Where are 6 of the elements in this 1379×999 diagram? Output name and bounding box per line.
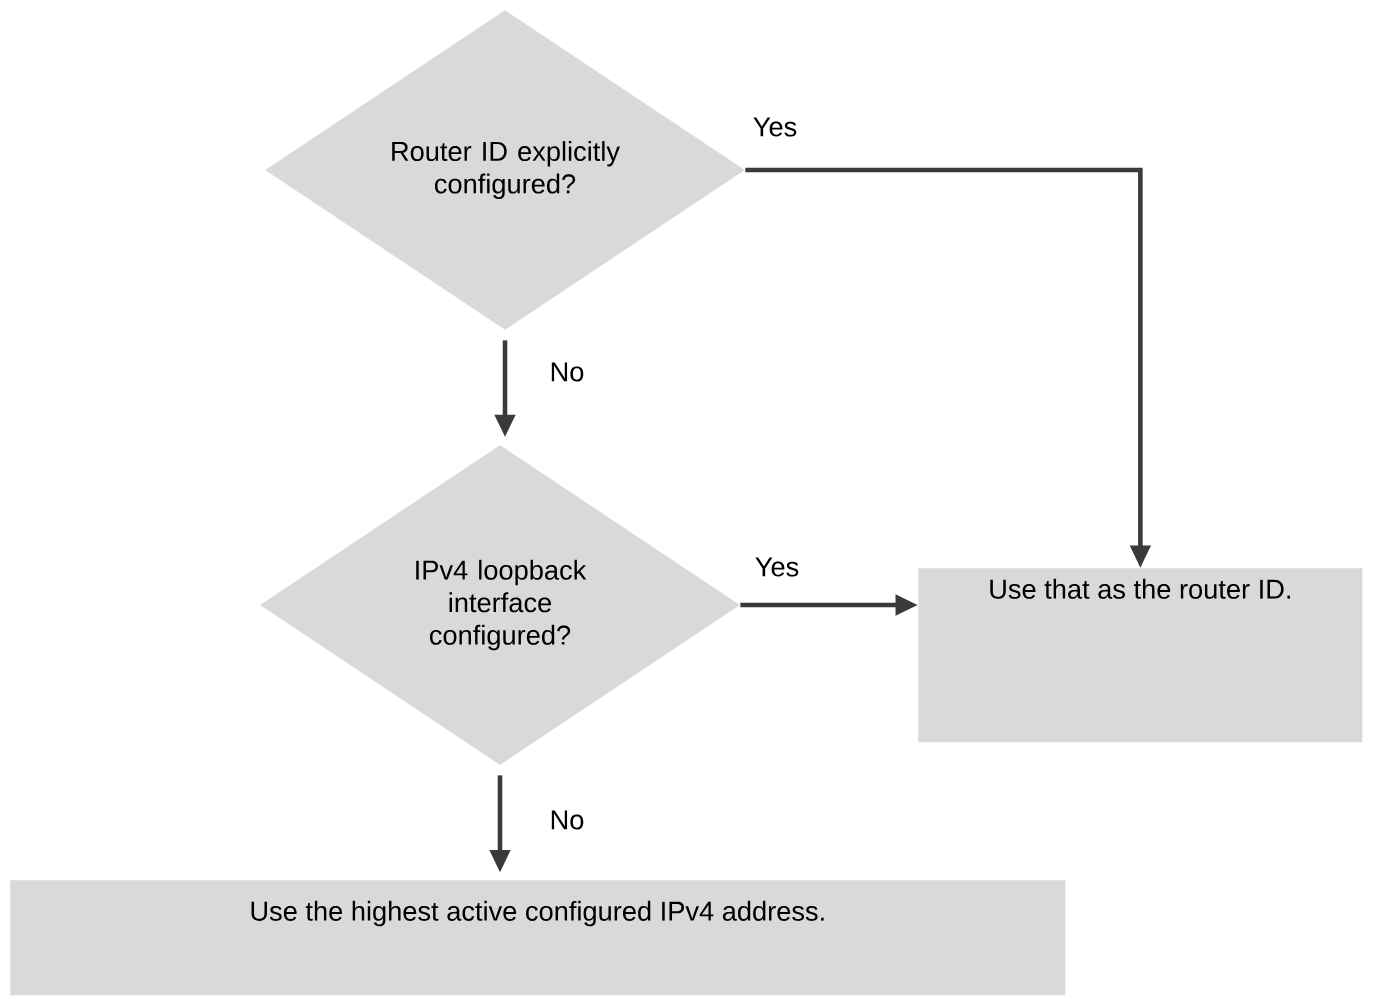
process-box: Use the highest active configured IPv4 address. [10,880,1066,996]
edge-label: Yes [751,115,799,139]
edge-label: No [547,360,587,384]
edge-label: No [547,808,587,832]
process-box: Use that as the router ID. [918,568,1363,743]
edge-label: Yes [753,555,801,579]
